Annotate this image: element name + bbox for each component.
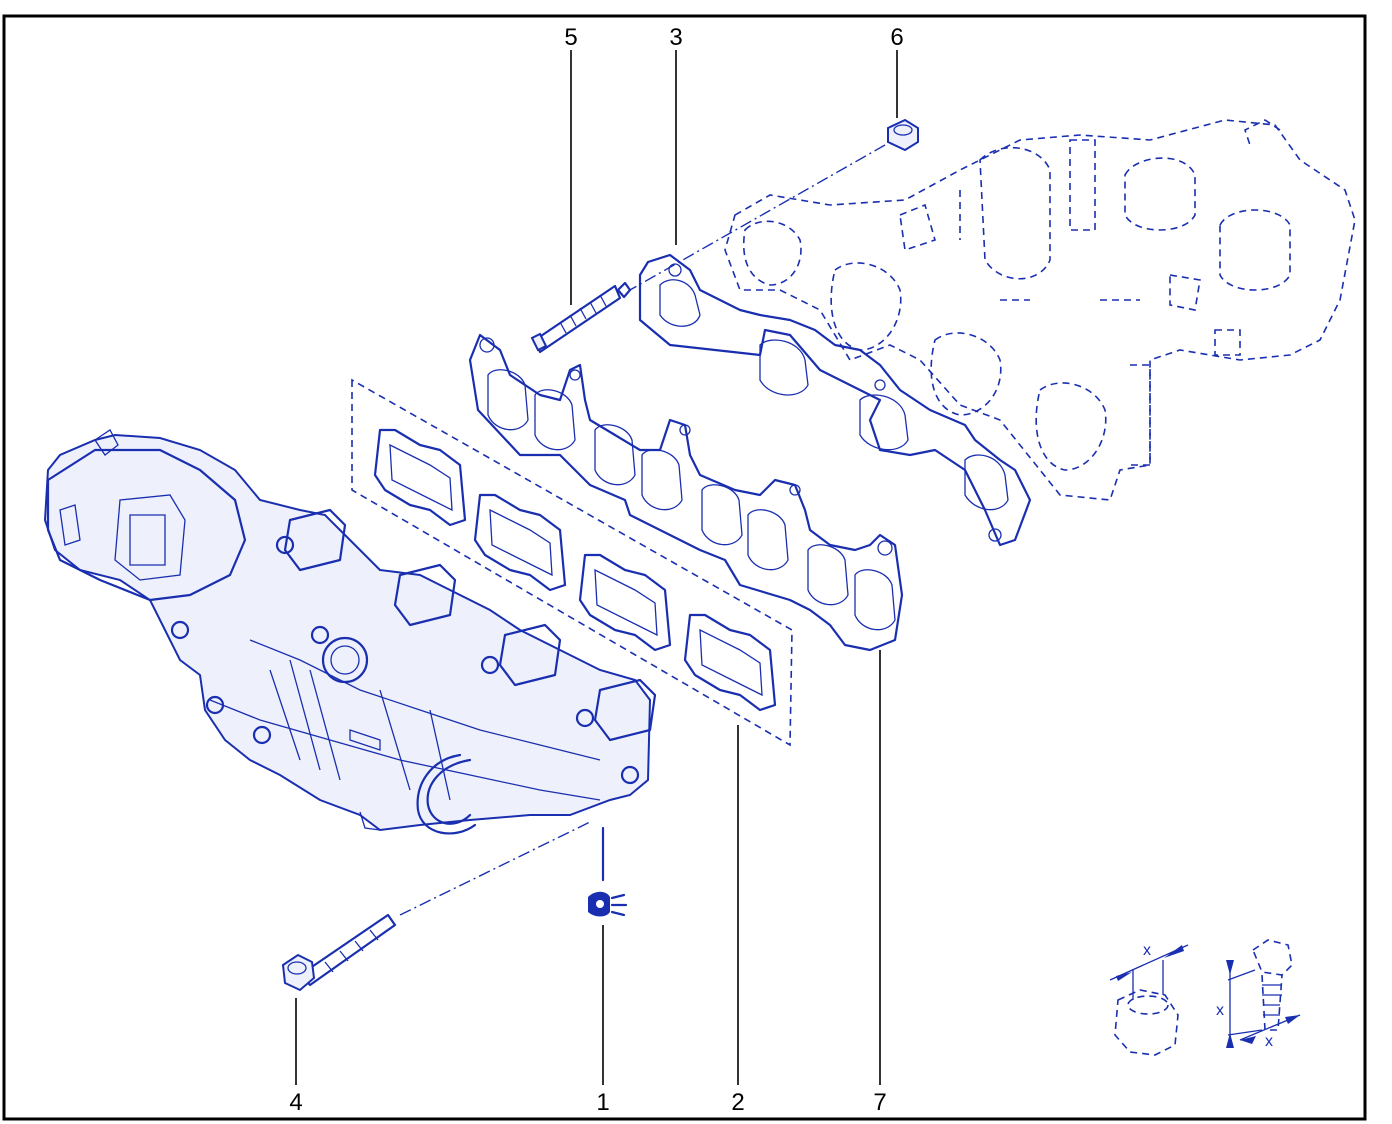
callout-3: 3 [669, 24, 682, 51]
nut-dimension-label: x [1143, 942, 1151, 959]
callout-2: 2 [731, 1089, 744, 1116]
intake-manifold [43, 429, 657, 835]
nut-dimension-icon: x [1109, 942, 1189, 1056]
bolt-thread-dimension-label: x [1265, 1033, 1273, 1050]
intake-gaskets-2 [351, 378, 793, 747]
stud-5 [530, 281, 632, 354]
callout-5: 5 [564, 24, 577, 51]
diagram-frame [2, 14, 1367, 1121]
bolt-4 [281, 821, 591, 992]
bolt-length-dimension-label: x [1216, 1002, 1224, 1019]
callout-7: 7 [873, 1089, 886, 1116]
exhaust-gasket-7 [468, 333, 904, 652]
bolt-dimension-icon: x x [1216, 939, 1301, 1050]
nut-6 [629, 118, 919, 291]
cylinder-head-outline [724, 119, 1356, 501]
exhaust-gasket-3 [638, 253, 1032, 547]
torque-legend: x x x [1109, 939, 1301, 1056]
clip-1 [588, 826, 628, 917]
callout-4: 4 [289, 1089, 302, 1116]
callout-1: 1 [596, 1089, 609, 1116]
callout-6: 6 [890, 24, 903, 51]
